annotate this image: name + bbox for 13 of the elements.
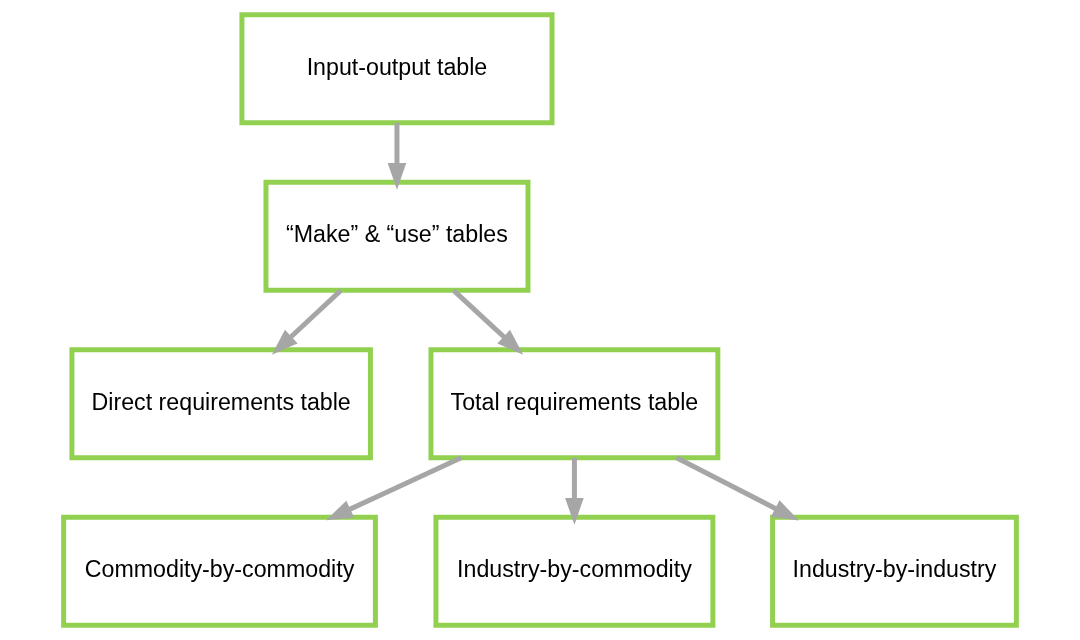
node-box: Industry-by-industry [770, 514, 1019, 628]
node-box: “Make” & “use” tables [263, 179, 531, 293]
arrow [451, 288, 524, 355]
node-box: Industry-by-commodity [433, 514, 716, 628]
node-box: Commodity-by-commodity [61, 514, 378, 628]
arrow [675, 455, 799, 521]
node-box: Total requirements table [428, 347, 721, 461]
arrow [387, 122, 407, 190]
arrow [565, 457, 584, 525]
node-box: Direct requirements table [69, 347, 373, 461]
arrow [271, 288, 343, 355]
node-box: Input-output table [239, 12, 555, 126]
arrow [326, 455, 463, 521]
